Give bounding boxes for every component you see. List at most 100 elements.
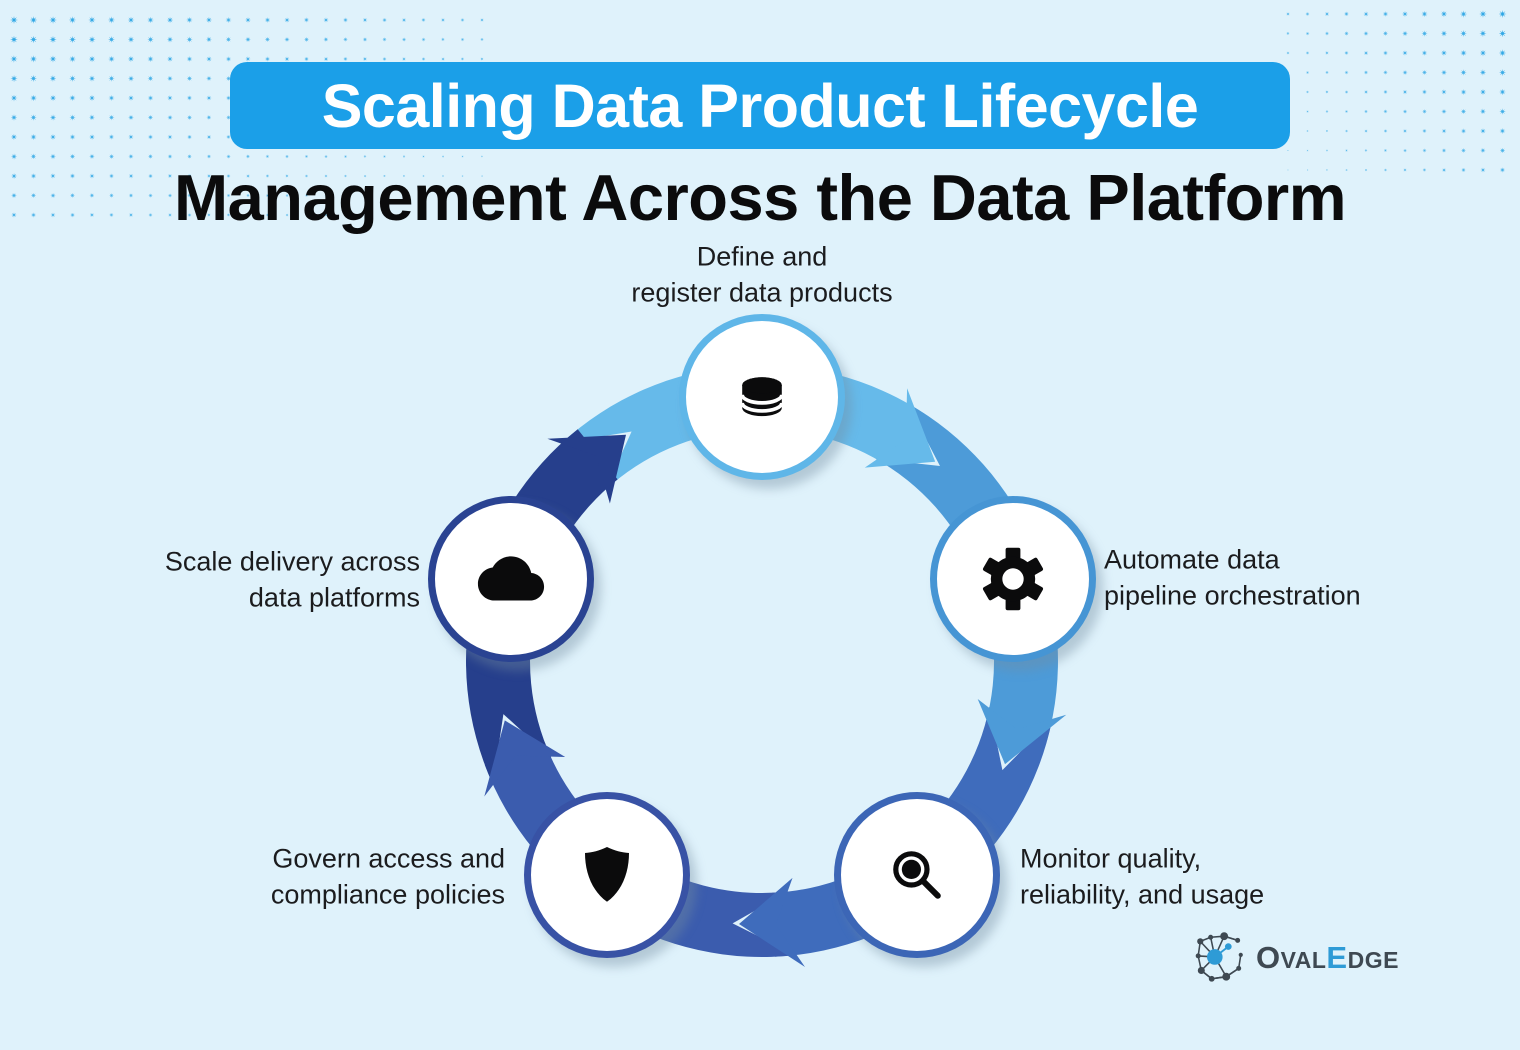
sparkle-dot bbox=[89, 153, 95, 160]
sparkle-dot bbox=[1499, 147, 1506, 154]
sparkle-dot bbox=[383, 194, 386, 197]
sparkle-dot bbox=[304, 56, 309, 62]
sparkle-dot bbox=[167, 193, 173, 198]
sparkle-dot bbox=[30, 114, 37, 121]
sparkle-dot bbox=[69, 114, 76, 121]
sparkle-dot bbox=[1287, 169, 1289, 171]
node-scale bbox=[427, 496, 594, 663]
sparkle-dot bbox=[1306, 149, 1309, 152]
sparkle-dot bbox=[1441, 148, 1447, 153]
sparkle-dot bbox=[1479, 69, 1487, 76]
sparkle-dot bbox=[187, 134, 193, 140]
sparkle-dot bbox=[225, 36, 232, 43]
sparkle-dot bbox=[147, 36, 154, 43]
logo-accent-letter: E bbox=[1326, 940, 1348, 975]
sparkle-dot bbox=[363, 154, 367, 159]
sparkle-dot bbox=[1460, 69, 1467, 76]
sparkle-dot bbox=[402, 194, 406, 197]
sparkle-dot bbox=[264, 17, 271, 23]
sparkle-dot bbox=[421, 57, 426, 61]
sparkle-dot bbox=[1479, 49, 1487, 57]
sparkle-dot bbox=[11, 192, 17, 199]
sparkle-dot bbox=[1421, 89, 1428, 95]
sparkle-dot bbox=[128, 114, 134, 121]
sparkle-dot bbox=[1305, 70, 1310, 75]
sparkle-dot bbox=[1382, 30, 1389, 37]
ovaledge-logo: OVALEDGE bbox=[1193, 930, 1399, 986]
sparkle-dot bbox=[461, 194, 464, 197]
sparkle-dot bbox=[10, 133, 18, 141]
sparkle-dot bbox=[245, 154, 251, 159]
sparkle-dot bbox=[147, 55, 154, 63]
sparkle-dot bbox=[69, 153, 76, 160]
sparkle-dot bbox=[1480, 147, 1486, 154]
sparkle-dot bbox=[226, 154, 231, 159]
sparkle-dot bbox=[108, 75, 115, 82]
sparkle-dot bbox=[1460, 49, 1467, 57]
sparkle-dot bbox=[50, 153, 56, 160]
sparkle-dot bbox=[1441, 69, 1447, 76]
sparkle-dot bbox=[186, 16, 193, 24]
sparkle-dot bbox=[49, 16, 57, 24]
sparkle-dot bbox=[1363, 11, 1369, 17]
sparkle-dot bbox=[108, 173, 115, 179]
sparkle-dot bbox=[303, 36, 310, 43]
sparkle-dot bbox=[1363, 89, 1369, 95]
node-automate bbox=[930, 496, 1097, 663]
sparkle-dot bbox=[1459, 10, 1468, 18]
sparkle-dot bbox=[1421, 30, 1428, 37]
sparkle-dot bbox=[343, 154, 348, 159]
sparkle-dot bbox=[1305, 51, 1310, 55]
sparkle-dot bbox=[1286, 12, 1290, 16]
sparkle-dot bbox=[481, 194, 483, 197]
sparkle-dot bbox=[1305, 31, 1310, 36]
sparkle-dot bbox=[305, 213, 309, 217]
gear-icon bbox=[983, 548, 1044, 611]
sparkle-dot bbox=[49, 55, 57, 63]
sparkle-dot bbox=[1498, 29, 1507, 38]
sparkle-dot bbox=[1364, 109, 1368, 114]
sparkle-dot bbox=[1460, 108, 1467, 115]
sparkle-dot bbox=[1363, 30, 1369, 37]
sparkle-dot bbox=[442, 214, 444, 216]
sparkle-dot bbox=[226, 173, 231, 179]
sparkle-dot bbox=[1344, 50, 1349, 56]
sparkle-dot bbox=[1479, 108, 1486, 115]
sparkle-dot bbox=[1306, 169, 1309, 171]
sparkle-dot bbox=[1344, 31, 1349, 36]
sparkle-dot bbox=[49, 75, 57, 82]
sparkle-dot bbox=[127, 75, 135, 82]
sparkle-dot bbox=[245, 56, 251, 62]
sparkle-dot bbox=[1480, 167, 1486, 173]
sparkle-dot bbox=[344, 213, 347, 217]
sparkle-dot bbox=[108, 114, 115, 121]
sparkle-dot bbox=[109, 212, 114, 218]
sparkle-dot bbox=[382, 37, 387, 42]
sparkle-dot bbox=[422, 194, 425, 197]
sparkle-dot bbox=[10, 16, 18, 24]
sparkle-dot bbox=[481, 214, 483, 216]
sparkle-dot bbox=[245, 17, 251, 23]
sparkle-dot bbox=[441, 174, 445, 178]
sparkle-dot bbox=[1306, 129, 1309, 133]
sparkle-dot bbox=[285, 213, 289, 217]
sparkle-dot bbox=[147, 16, 154, 24]
sparkle-dot bbox=[226, 115, 231, 120]
sparkle-dot bbox=[383, 213, 386, 217]
sparkle-dot bbox=[108, 153, 115, 160]
sparkle-dot bbox=[1286, 31, 1290, 36]
sparkle-dot bbox=[69, 134, 76, 140]
sparkle-dot bbox=[206, 154, 212, 159]
sparkle-dot bbox=[147, 134, 154, 140]
sparkle-dot bbox=[167, 173, 173, 179]
sparkle-dot bbox=[1402, 89, 1408, 95]
sparkle-dot bbox=[49, 114, 57, 121]
sparkle-dot bbox=[382, 56, 387, 62]
sparkle-dot bbox=[29, 16, 38, 24]
sparkle-dot bbox=[1382, 50, 1389, 56]
sparkle-dot bbox=[89, 134, 95, 140]
sparkle-dot bbox=[69, 94, 76, 102]
sparkle-dot bbox=[107, 16, 116, 24]
sparkle-dot bbox=[69, 55, 76, 63]
